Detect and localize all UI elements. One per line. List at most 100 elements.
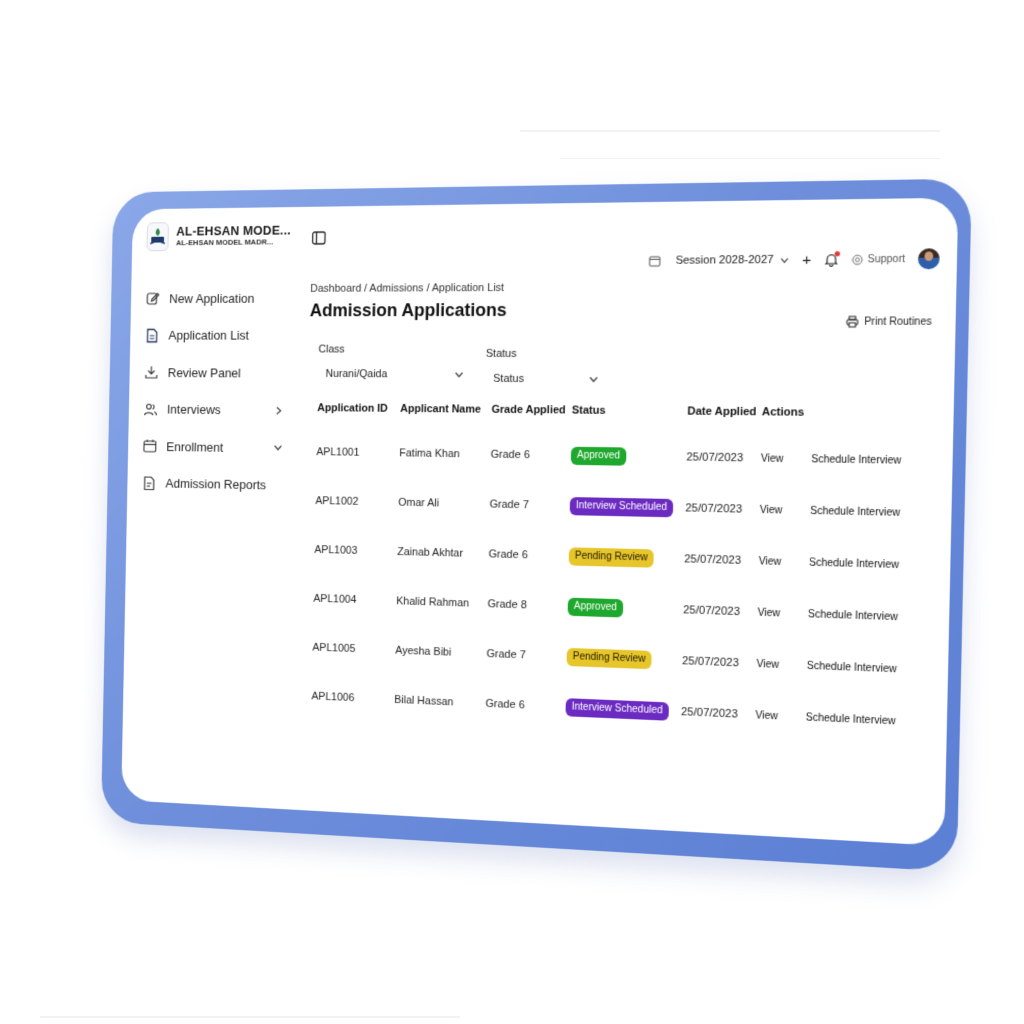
sidebar-item-application-list[interactable]: Application List <box>144 317 289 355</box>
edit-icon <box>145 291 160 306</box>
applicant-name: Khalid Rahman <box>396 577 488 629</box>
applicant-name: Omar Ali <box>398 478 490 529</box>
date-applied: 25/07/2023 <box>680 687 755 741</box>
sidebar: AL-EHSAN MODE... AL-EHSAN MODEL MADR... … <box>121 207 291 809</box>
chevron-down-icon <box>273 443 283 453</box>
applications-table: Application ID Applicant Name Grade Appl… <box>311 402 919 748</box>
status-badge: Pending Review <box>567 648 652 669</box>
chevron-down-icon <box>588 374 598 384</box>
brand-subtitle: AL-EHSAN MODEL MADR... <box>176 238 291 248</box>
date-applied: 25/07/2023 <box>683 585 759 638</box>
status-badge: Pending Review <box>569 547 654 567</box>
status-badge: Approved <box>568 598 623 618</box>
applicant-name: Zainab Akhtar <box>397 527 489 579</box>
background-noise <box>520 130 940 132</box>
applicant-name: Ayesha Bibi <box>395 626 487 679</box>
app-screen: AL-EHSAN MODE... AL-EHSAN MODEL MADR... … <box>121 198 958 846</box>
schedule-interview-button[interactable]: Schedule Interview <box>807 661 897 676</box>
column-header[interactable]: Applicant Name <box>400 403 492 430</box>
sidebar-item-label: Review Panel <box>168 365 285 380</box>
sidebar-toggle-icon[interactable] <box>311 230 326 246</box>
grade-applied: Grade 6 <box>488 529 569 581</box>
view-button[interactable]: View <box>756 659 779 671</box>
brand: AL-EHSAN MODE... AL-EHSAN MODEL MADR... <box>147 221 291 252</box>
grade-applied: Grade 6 <box>485 679 566 732</box>
breadcrumb: Dashboard / Admissions / Application Lis… <box>310 282 504 295</box>
view-button[interactable]: View <box>761 453 784 465</box>
notification-bell-icon[interactable] <box>824 252 839 267</box>
notification-dot <box>835 251 840 256</box>
status-badge: Approved <box>571 447 627 466</box>
sidebar-item-interviews[interactable]: Interviews <box>143 391 288 430</box>
view-button[interactable]: View <box>760 505 783 517</box>
schedule-interview-button[interactable]: Schedule Interview <box>811 454 901 467</box>
calendar-icon <box>143 438 158 454</box>
add-icon[interactable]: + <box>802 251 812 269</box>
chevron-down-icon <box>780 255 790 264</box>
printer-icon <box>846 315 859 327</box>
sidebar-item-enrollment[interactable]: Enrollment <box>142 428 286 467</box>
column-header[interactable]: Application ID <box>317 402 400 428</box>
calendar-icon <box>649 255 661 267</box>
device-bezel: AL-EHSAN MODE... AL-EHSAN MODEL MADR... … <box>101 179 972 872</box>
schedule-interview-button[interactable]: Schedule Interview <box>806 712 896 727</box>
main-content: Session 2028-2027 + Support Dashboard / … <box>287 198 959 846</box>
column-header[interactable]: Status <box>571 404 687 431</box>
status-filter: Status Status <box>485 348 605 391</box>
grade-applied: Grade 6 <box>490 430 571 481</box>
applicant-name: Bilal Hassan <box>394 675 486 728</box>
status-badge: Interview Scheduled <box>566 698 670 721</box>
schedule-interview-button[interactable]: Schedule Interview <box>809 557 899 571</box>
session-label: Session 2028-2027 <box>675 254 773 267</box>
status-select[interactable]: Status <box>485 368 605 391</box>
sidebar-nav: New Application Application List Review … <box>142 279 290 504</box>
column-header[interactable]: Date Applied <box>687 405 762 432</box>
schedule-interview-button[interactable]: Schedule Interview <box>808 609 898 623</box>
background-noise <box>40 1016 460 1018</box>
column-header: Actions <box>761 406 812 433</box>
sidebar-item-review-panel[interactable]: Review Panel <box>144 354 289 392</box>
users-icon <box>143 402 158 417</box>
status-select-value: Status <box>493 373 524 385</box>
class-select[interactable]: Nurani/Qaida <box>318 363 470 385</box>
download-icon <box>144 365 159 380</box>
support-link[interactable]: Support <box>851 253 905 265</box>
sidebar-item-new-application[interactable]: New Application <box>145 279 290 317</box>
column-header[interactable]: Grade Applied <box>491 404 572 431</box>
filters: Class Nurani/Qaida Status Status <box>318 344 606 391</box>
application-id: APL1004 <box>313 574 397 626</box>
class-select-value: Nurani/Qaida <box>325 368 387 380</box>
page-title: Admission Applications <box>310 300 507 321</box>
session-selector[interactable]: Session 2028-2027 <box>649 254 790 267</box>
column-header-blank <box>812 407 919 435</box>
status-filter-label: Status <box>486 348 606 360</box>
topbar: Session 2028-2027 + Support <box>649 248 940 271</box>
view-button[interactable]: View <box>757 607 780 619</box>
sidebar-item-admission-reports[interactable]: Admission Reports <box>142 465 286 505</box>
grade-applied: Grade 7 <box>486 629 567 682</box>
status-badge: Interview Scheduled <box>570 497 674 517</box>
class-filter: Class Nurani/Qaida <box>318 344 471 390</box>
sidebar-item-label: Interviews <box>167 402 271 417</box>
print-routines-button[interactable]: Print Routines <box>846 315 932 328</box>
school-logo-icon <box>147 222 170 251</box>
chevron-down-icon <box>454 370 464 380</box>
date-applied: 25/07/2023 <box>685 483 761 536</box>
background-noise <box>560 158 940 159</box>
application-id: APL1003 <box>314 525 398 576</box>
avatar[interactable] <box>918 248 940 269</box>
schedule-interview-button[interactable]: Schedule Interview <box>810 506 900 519</box>
application-id: APL1006 <box>311 672 395 725</box>
date-applied: 25/07/2023 <box>686 432 762 484</box>
class-filter-label: Class <box>318 344 470 356</box>
chevron-right-icon <box>274 406 284 416</box>
view-button[interactable]: View <box>755 710 778 722</box>
sidebar-item-label: Admission Reports <box>165 476 282 493</box>
grade-applied: Grade 8 <box>487 579 568 632</box>
report-icon <box>142 475 157 491</box>
support-label: Support <box>867 253 905 265</box>
view-button[interactable]: View <box>759 556 782 568</box>
grade-applied: Grade 7 <box>489 480 570 532</box>
application-id: APL1001 <box>316 428 400 478</box>
